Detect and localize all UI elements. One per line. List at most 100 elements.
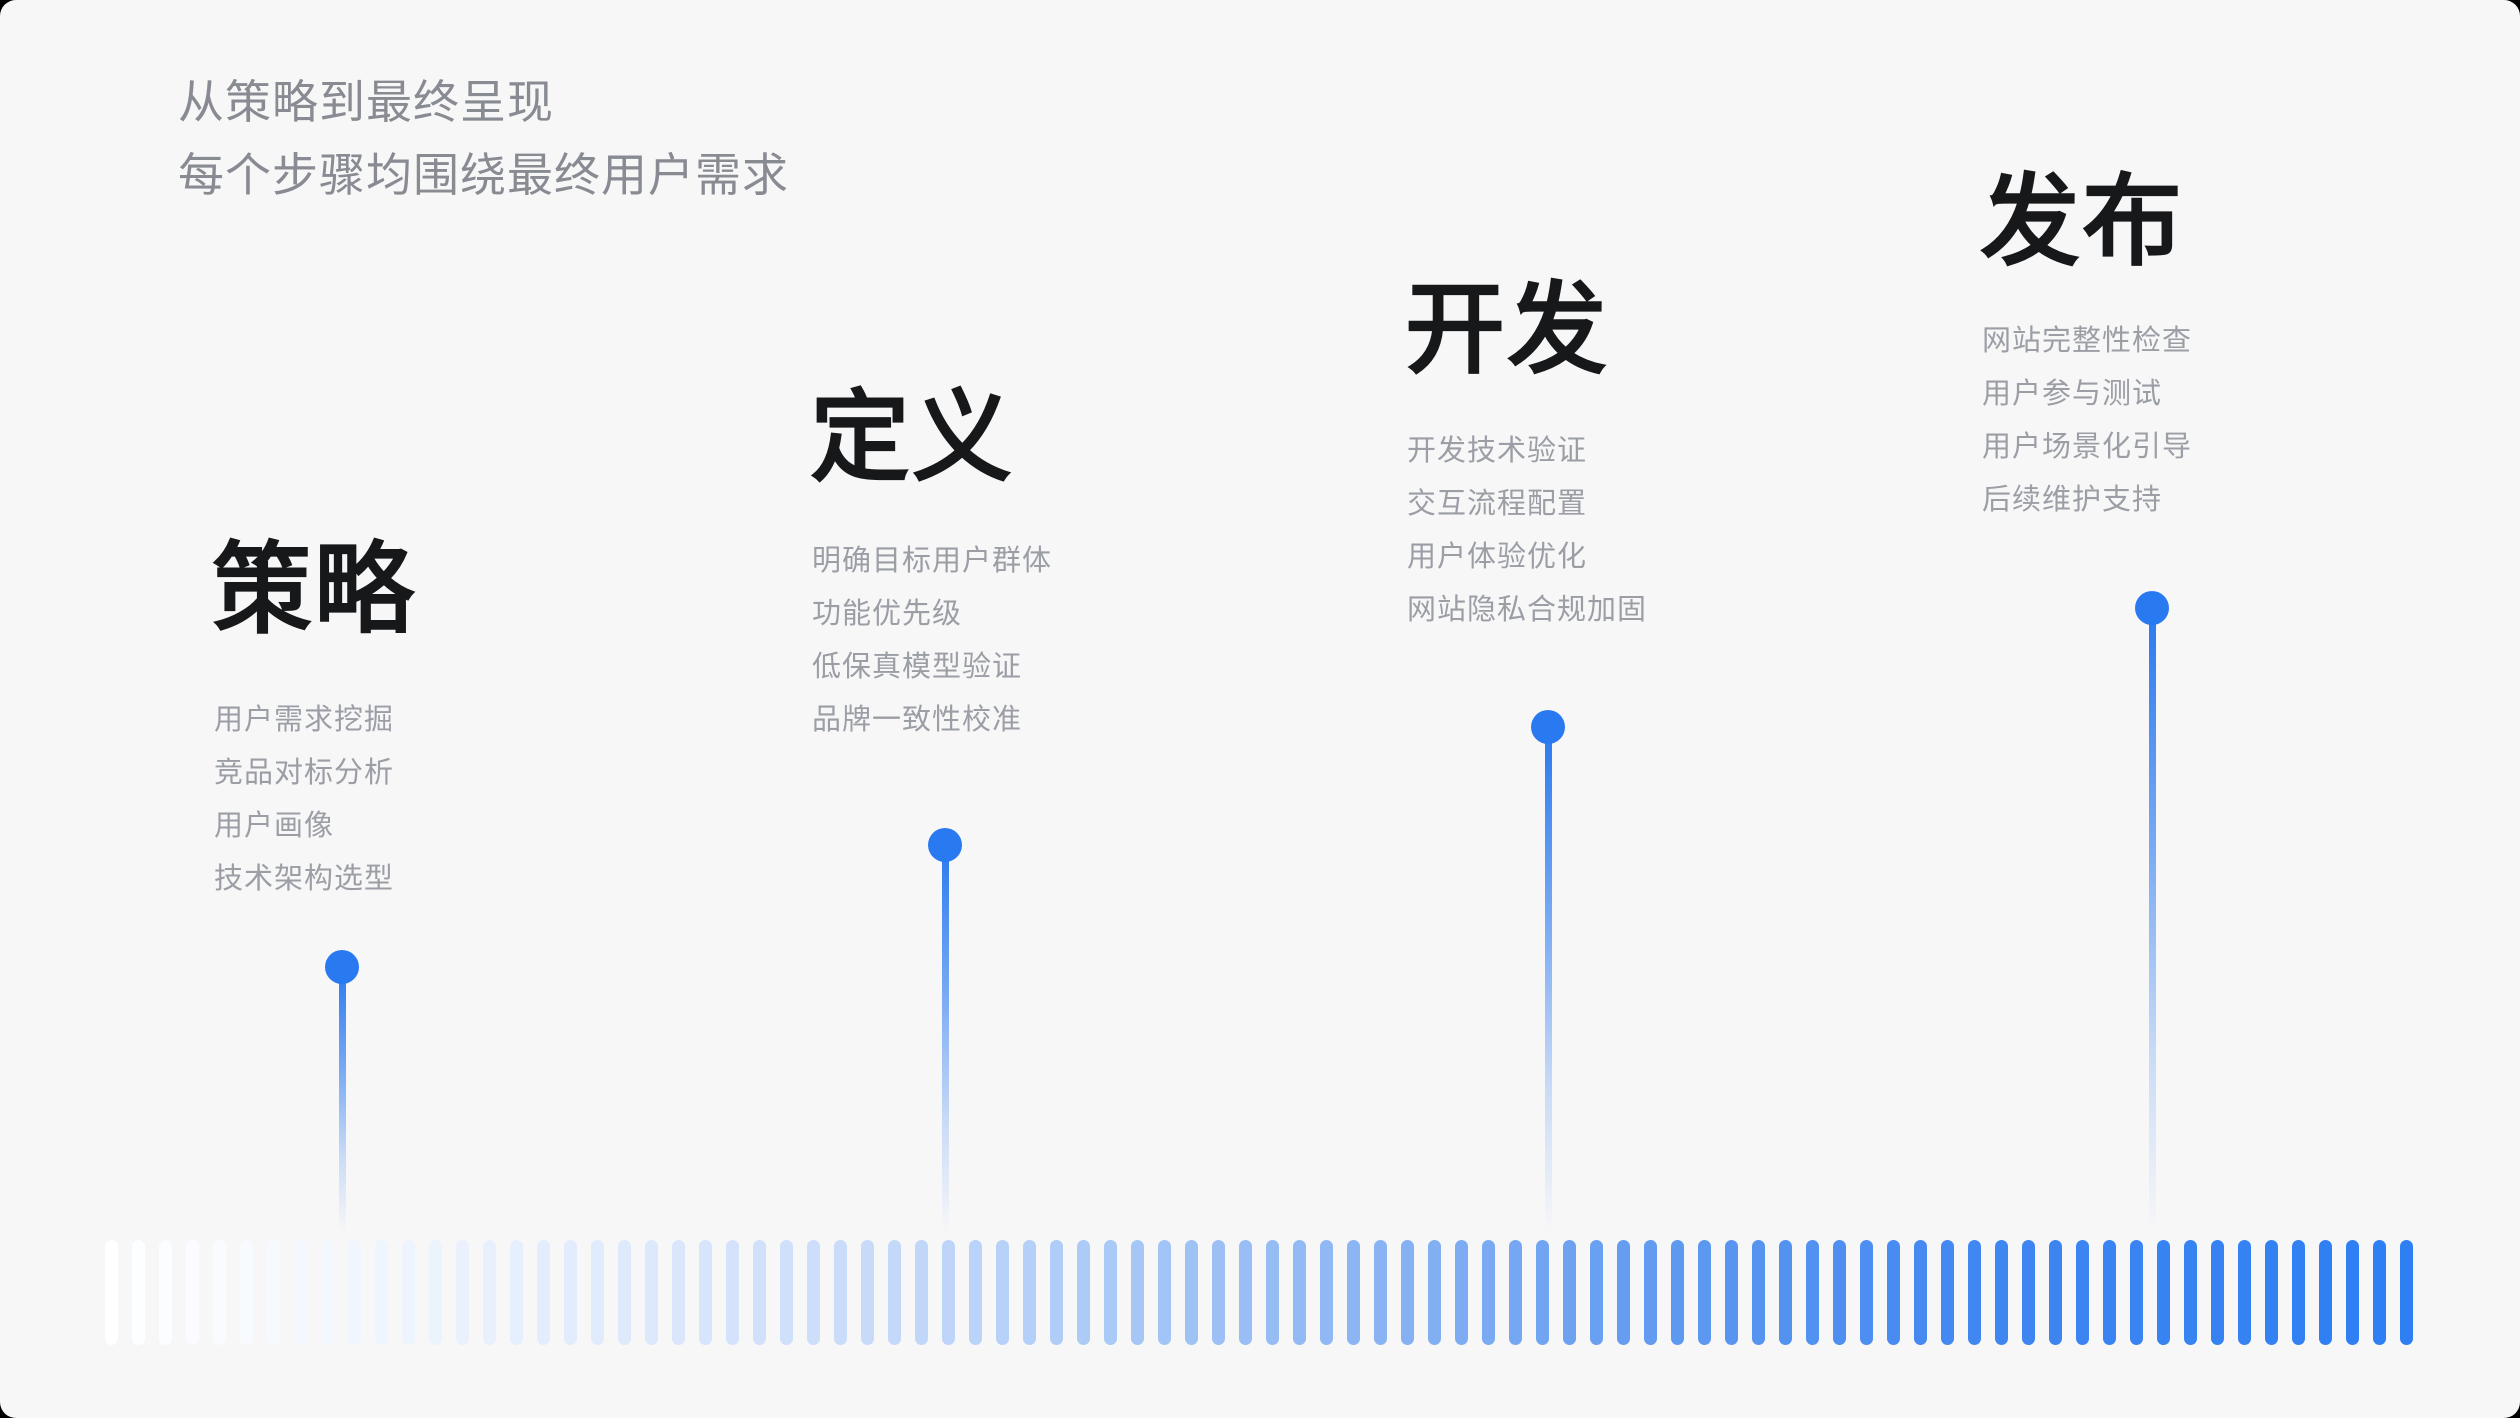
stage-title-3: 开发 [1405,274,1609,386]
timeline-bar [1563,1240,1576,1345]
timeline-bar [1617,1240,1630,1345]
timeline-bar [2157,1240,2170,1345]
timeline-bar [1293,1240,1306,1345]
stage-item: 后续维护支持 [1982,484,2163,516]
timeline-bar [591,1240,604,1345]
timeline-bar [2346,1240,2359,1345]
timeline-bar [483,1240,496,1345]
timeline-bar [132,1240,145,1345]
stage-title-4: 发布 [1980,166,2184,278]
timeline-bar [1131,1240,1144,1345]
stage-item-list-1: 用户需求挖掘竞品对标分析用户画像技术架构选型 [214,694,394,906]
timeline-bar [2130,1240,2143,1345]
timeline-bar [969,1240,982,1345]
stage-item: 用户画像 [214,810,335,842]
timeline-bar [2319,1240,2332,1345]
stage-item-list-2: 明确目标用户群体功能优先级低保真模型验证品牌一致性校准 [812,535,1052,747]
stage-item: 用户体验优化 [1407,541,1588,573]
stage-marker-dot-4 [2135,591,2169,625]
stage-marker-stem-2 [941,845,949,1232]
timeline-bar [213,1240,226,1345]
timeline-bar [240,1240,253,1345]
timeline-bar [1266,1240,1279,1345]
timeline-bar [1050,1240,1063,1345]
stage-item: 用户需求挖掘 [214,704,395,736]
timeline-bar [2373,1240,2386,1345]
timeline-bar [1779,1240,1792,1345]
timeline-bar [1887,1240,1900,1345]
timeline-bar [1347,1240,1360,1345]
stage-marker-dot-2 [928,828,962,862]
timeline-bar [2076,1240,2089,1345]
stage-item: 技术架构选型 [214,863,395,895]
timeline-bar [348,1240,361,1345]
timeline-bar [942,1240,955,1345]
timeline-bar [2211,1240,2224,1345]
timeline-bar [1023,1240,1036,1345]
timeline-bar [564,1240,577,1345]
stage-item-list-4: 网站完整性检查用户参与测试用户场景化引导后续维护支持 [1982,315,2192,527]
timeline-bar [1104,1240,1117,1345]
timeline-bar [294,1240,307,1345]
stage-item: 功能优先级 [812,598,963,630]
timeline-bar [510,1240,523,1345]
timeline-bar [1806,1240,1819,1345]
timeline-bar [2184,1240,2197,1345]
timeline-bar [2022,1240,2035,1345]
timeline-bar [1212,1240,1225,1345]
stage-item-list-3: 开发技术验证交互流程配置用户体验优化网站隐私合规加固 [1407,425,1647,637]
stage-marker-stem-4 [2148,608,2156,1232]
timeline-bar [2400,1240,2413,1345]
timeline-bar [1077,1240,1090,1345]
timeline-bar [1401,1240,1414,1345]
stage-marker-dot-3 [1531,710,1565,744]
timeline-bar [2103,1240,2116,1345]
timeline-bar [1374,1240,1387,1345]
timeline-bar [429,1240,442,1345]
stage-item: 低保真模型验证 [812,651,1023,683]
timeline-bar [1482,1240,1495,1345]
timeline-bar [1860,1240,1873,1345]
timeline-bar [888,1240,901,1345]
timeline-bar [1158,1240,1171,1345]
header-line-1: 从策略到最终呈现 [178,76,554,128]
timeline-bar [1671,1240,1684,1345]
timeline-bar [915,1240,928,1345]
timeline-bar [1833,1240,1846,1345]
timeline-bar [159,1240,172,1345]
timeline-bar [1644,1240,1657,1345]
timeline-bar [834,1240,847,1345]
timeline-bar [1455,1240,1468,1345]
stage-title-1: 策略 [212,534,416,646]
timeline-bar [1320,1240,1333,1345]
stage-item: 网站完整性检查 [1982,325,2193,357]
stage-item: 网站隐私合规加固 [1407,594,1648,626]
timeline-bar [537,1240,550,1345]
timeline-bar [105,1240,118,1345]
timeline-bar [672,1240,685,1345]
timeline-bar [618,1240,631,1345]
timeline-bar [186,1240,199,1345]
timeline-bar [2049,1240,2062,1345]
timeline-bar [861,1240,874,1345]
timeline-bar [1698,1240,1711,1345]
timeline-bar [1995,1240,2008,1345]
timeline-bar [1428,1240,1441,1345]
stage-item: 明确目标用户群体 [812,545,1053,577]
stage-title-2: 定义 [810,382,1014,494]
timeline-bar [807,1240,820,1345]
timeline-bar [456,1240,469,1345]
stage-item: 用户场景化引导 [1982,431,2193,463]
timeline-bar [375,1240,388,1345]
timeline-bar [1725,1240,1738,1345]
stage-item: 开发技术验证 [1407,435,1588,467]
timeline-bar [321,1240,334,1345]
timeline-bar [1185,1240,1198,1345]
timeline-bar [996,1240,1009,1345]
stage-item: 品牌一致性校准 [812,704,1023,736]
stage-item: 用户参与测试 [1982,378,2163,410]
timeline-bar [2292,1240,2305,1345]
timeline-bar [1914,1240,1927,1345]
timeline-bar [267,1240,280,1345]
timeline-bar [645,1240,658,1345]
